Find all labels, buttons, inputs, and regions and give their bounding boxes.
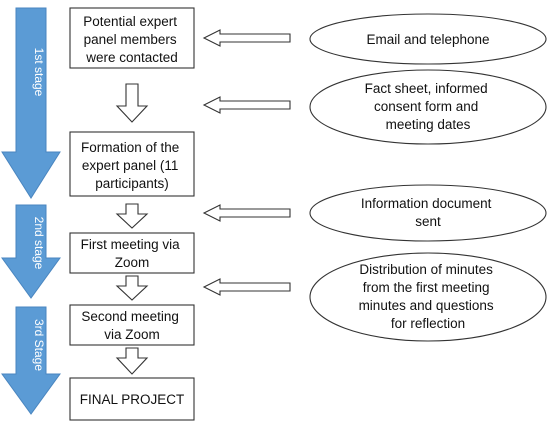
svg-text:Second meeting via Zoom: Second meeting via Zoom bbox=[81, 309, 182, 342]
input-ellipse-2-line-3: meeting dates bbox=[386, 117, 471, 132]
stage-arrow-2-shape bbox=[1, 204, 61, 299]
process-box-2-line-3: participants) bbox=[95, 176, 169, 191]
input-ellipse-3-line-2: sent bbox=[415, 214, 441, 229]
input-ellipse-4-line-1: Distribution of minutes bbox=[359, 262, 493, 277]
stage-arrow-3-shape bbox=[1, 306, 61, 415]
stage-label-3: 3rd Stage bbox=[32, 319, 46, 371]
input-ellipse-3-frame bbox=[309, 184, 547, 242]
process-box-4-frame bbox=[69, 304, 195, 346]
svg-text:Email and telephone: Email and telephone bbox=[366, 32, 489, 47]
input-ellipse-4: Distribution of minutes from the first m… bbox=[309, 252, 547, 342]
input-ellipse-4-line-2: from the first meeting bbox=[363, 280, 490, 295]
input-ellipse-2: Fact sheet, informed consent form and me… bbox=[309, 69, 547, 145]
input-ellipse-4-frame bbox=[309, 252, 547, 342]
process-box-1-frame bbox=[69, 7, 195, 69]
stage-arrow-1: 1st stage bbox=[1, 7, 61, 199]
input-ellipse-1-frame bbox=[309, 13, 547, 65]
down-arrow-2 bbox=[115, 203, 149, 229]
input-ellipse-2-line-1: Fact sheet, informed bbox=[365, 81, 488, 96]
stage-label-2: 2nd stage bbox=[32, 217, 46, 270]
svg-text:Fact sheet, informed con: Fact sheet, informed consent form and me… bbox=[365, 81, 492, 132]
down-arrow-1 bbox=[115, 83, 149, 123]
svg-text:First meeting via Zoom: First meeting via Zoom bbox=[81, 237, 184, 270]
input-ellipse-4-line-3: minutes and questions bbox=[359, 298, 494, 313]
process-box-2-line-1: Formation of the bbox=[81, 140, 179, 155]
process-box-2-frame bbox=[69, 131, 195, 197]
stage-label-1: 1st stage bbox=[32, 48, 46, 97]
left-arrow-4 bbox=[202, 278, 291, 296]
down-arrow-3 bbox=[115, 275, 149, 301]
process-box-1-line-2: panel members bbox=[84, 32, 177, 47]
process-box-2-line-2: expert panel (11 bbox=[82, 158, 179, 173]
process-box-3-line-2: Zoom bbox=[115, 255, 150, 270]
process-box-3: First meeting via Zoom bbox=[69, 232, 195, 274]
input-ellipse-4-line-4: for reflection bbox=[391, 316, 465, 331]
input-ellipse-2-line-2: consent form and bbox=[374, 99, 478, 114]
input-ellipse-1-line-1: Email and telephone bbox=[366, 32, 489, 47]
left-arrow-1 bbox=[202, 29, 291, 47]
stage-arrow-3: 3rd Stage bbox=[1, 306, 61, 415]
svg-text:Formation of the expert: Formation of the expert panel (11 partic… bbox=[81, 140, 183, 191]
process-box-1: Potential expert panel members were cont… bbox=[69, 7, 195, 69]
process-box-1-line-1: Potential expert bbox=[83, 14, 177, 29]
process-box-1-line-3: were contacted bbox=[85, 50, 178, 65]
process-box-5-line-1: FINAL PROJECT bbox=[80, 392, 185, 407]
input-ellipse-3-line-1: Information document bbox=[361, 196, 492, 211]
process-box-2: Formation of the expert panel (11 partic… bbox=[69, 131, 195, 197]
process-box-5: FINAL PROJECT bbox=[69, 377, 195, 421]
svg-text:Potential expert panel m: Potential expert panel members were cont… bbox=[83, 14, 181, 65]
process-box-5-frame bbox=[69, 377, 195, 421]
process-box-3-line-1: First meeting via bbox=[81, 237, 181, 252]
svg-text:FINAL PROJECT: FINAL PROJECT bbox=[80, 392, 185, 407]
left-arrow-2 bbox=[202, 96, 291, 114]
svg-text:Information document sen: Information document sent bbox=[361, 196, 495, 229]
input-ellipse-2-frame bbox=[309, 69, 547, 145]
left-arrow-3 bbox=[202, 204, 291, 222]
input-ellipse-3: Information document sent bbox=[309, 184, 547, 242]
stage-arrow-1-shape bbox=[1, 7, 61, 199]
process-box-4: Second meeting via Zoom bbox=[69, 304, 195, 346]
down-arrow-4 bbox=[115, 347, 149, 375]
process-box-4-line-1: Second meeting bbox=[81, 309, 179, 324]
process-box-4-line-2: via Zoom bbox=[104, 327, 160, 342]
process-box-3-frame bbox=[69, 232, 195, 274]
svg-text:Distribution of minutes: Distribution of minutes from the first m… bbox=[359, 262, 498, 331]
input-ellipse-1: Email and telephone bbox=[309, 13, 547, 65]
stage-arrow-2: 2nd stage bbox=[1, 204, 61, 299]
